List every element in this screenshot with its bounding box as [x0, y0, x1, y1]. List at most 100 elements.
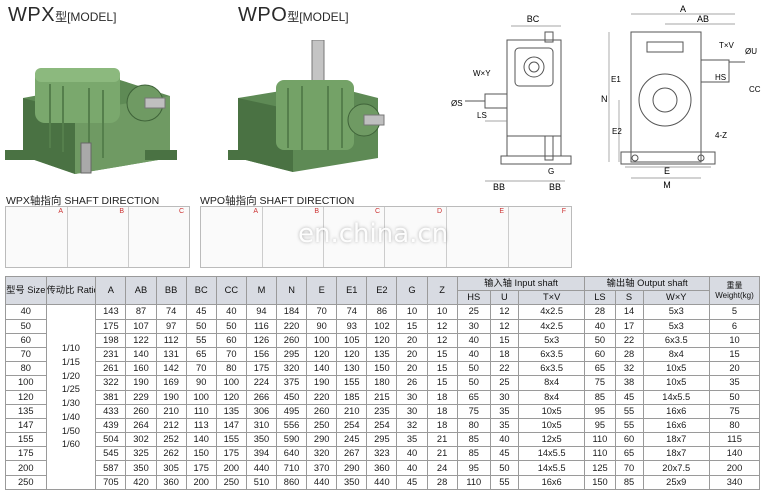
wpo-shaft-direction-label: WPO轴指向 SHAFT DIRECTION [200, 195, 355, 207]
table-cell: 200 [5, 460, 47, 476]
table-cell: 50 [185, 318, 217, 334]
label-cc: CC [749, 85, 761, 94]
header-wxy: W×Y [642, 290, 710, 306]
table-cell: 86 [366, 304, 398, 320]
table-cell: 18 [426, 417, 458, 434]
label-e: E [664, 166, 670, 176]
table-cell: 290 [306, 432, 338, 448]
table-cell: 302 [125, 432, 157, 448]
label-e1: E1 [611, 75, 621, 84]
table-cell: 80 [456, 417, 491, 434]
table-cell: 350 [245, 432, 278, 448]
table-cell: 150 [185, 446, 217, 462]
wpx-shaft-direction-label: WPX轴指向 SHAFT DIRECTION [6, 195, 160, 207]
table-cell: 135 [5, 403, 47, 419]
table-cell: 254 [336, 417, 368, 434]
table-cell: 45 [489, 446, 519, 462]
side-view-drawing: BC W×Y ØS LS BB G BB [451, 14, 572, 192]
table-cell: 65 [185, 346, 217, 363]
label-bb-left: BB [493, 182, 505, 192]
table-cell: 22 [614, 332, 644, 348]
table-cell: 545 [95, 446, 127, 462]
table-cell: 229 [125, 389, 157, 405]
table-cell: 80 [708, 417, 761, 434]
table-cell: 125 [584, 460, 616, 476]
table-cell: 115 [708, 432, 761, 448]
table-cell: 160 [125, 361, 157, 377]
header-bb: BB [155, 275, 187, 306]
table-cell: 70 [306, 304, 338, 320]
wpx-shaft-direction-diagram: A B C [5, 206, 190, 268]
ratio-value: 1/15 [61, 356, 80, 367]
table-cell: 250 [5, 474, 47, 490]
table-cell: 215 [366, 389, 398, 405]
table-cell: 175 [215, 446, 247, 462]
ratio-value: 1/50 [61, 425, 80, 436]
table-cell: 433 [95, 403, 127, 419]
table-cell: 45 [185, 304, 217, 320]
table-cell: 60 [614, 432, 644, 448]
table-cell: 267 [336, 446, 368, 462]
table-cell: 322 [95, 375, 127, 391]
label-hs: HS [715, 73, 726, 82]
table-cell: 20 [708, 361, 761, 377]
table-cell: 60 [584, 346, 616, 363]
table-cell: 495 [275, 403, 308, 419]
table-cell: 85 [614, 474, 644, 490]
table-cell: 60 [5, 332, 47, 348]
table-cell: 75 [708, 403, 761, 419]
header-output-shaft: 输出轴 Output shaft [584, 275, 710, 292]
table-cell: 10 [396, 304, 428, 320]
ratio-value: 1/30 [61, 398, 80, 409]
table-cell: 20x7.5 [642, 460, 710, 476]
table-cell: 55 [185, 332, 217, 348]
header-m: M [245, 275, 278, 306]
table-cell: 5 [708, 304, 761, 320]
wpo-model-title: WPO型[MODEL] [238, 4, 349, 26]
table-cell: 112 [155, 332, 187, 348]
table-cell: 360 [155, 474, 187, 490]
table-cell: 25 [489, 375, 519, 391]
table-cell: 50 [215, 318, 247, 334]
wpx-gearbox-image [5, 68, 177, 174]
table-cell: 25x9 [642, 474, 710, 490]
table-cell: 50 [489, 460, 519, 476]
table-cell: 85 [456, 446, 491, 462]
table-cell: 18x7 [642, 446, 710, 462]
table-cell: 85 [456, 432, 491, 448]
table-cell: 80 [5, 361, 47, 377]
table-cell: 147 [215, 417, 247, 434]
table-cell: 70 [215, 346, 247, 363]
table-cell: 556 [275, 417, 308, 434]
table-cell: 4x2.5 [517, 304, 586, 320]
table-cell: 210 [155, 403, 187, 419]
table-cell: 70 [614, 460, 644, 476]
table-cell: 156 [245, 346, 278, 363]
spec-table: 型号 Size 传动比 Ratio A AB BB BC CC M N E E1… [5, 275, 761, 490]
ratio-value: 1/40 [61, 411, 80, 422]
table-cell: 295 [275, 346, 308, 363]
table-cell: 135 [215, 403, 247, 419]
table-cell: 260 [306, 403, 338, 419]
table-cell: 210 [336, 403, 368, 419]
label-e2: E2 [612, 127, 622, 136]
table-cell: 80 [215, 361, 247, 377]
table-cell: 130 [336, 361, 368, 377]
table-cell: 710 [275, 460, 308, 476]
table-cell: 16x6 [642, 417, 710, 434]
table-cell: 74 [155, 304, 187, 320]
table-cell: 12 [489, 304, 519, 320]
table-cell: 175 [185, 460, 217, 476]
table-cell: 95 [584, 417, 616, 434]
table-cell: 6 [708, 318, 761, 334]
table-cell: 439 [95, 417, 127, 434]
table-cell: 65 [584, 361, 616, 377]
ratio-value: 1/60 [61, 439, 80, 450]
table-cell: 10x5 [642, 375, 710, 391]
header-hs: HS [456, 290, 491, 306]
label-ab: AB [697, 14, 709, 24]
